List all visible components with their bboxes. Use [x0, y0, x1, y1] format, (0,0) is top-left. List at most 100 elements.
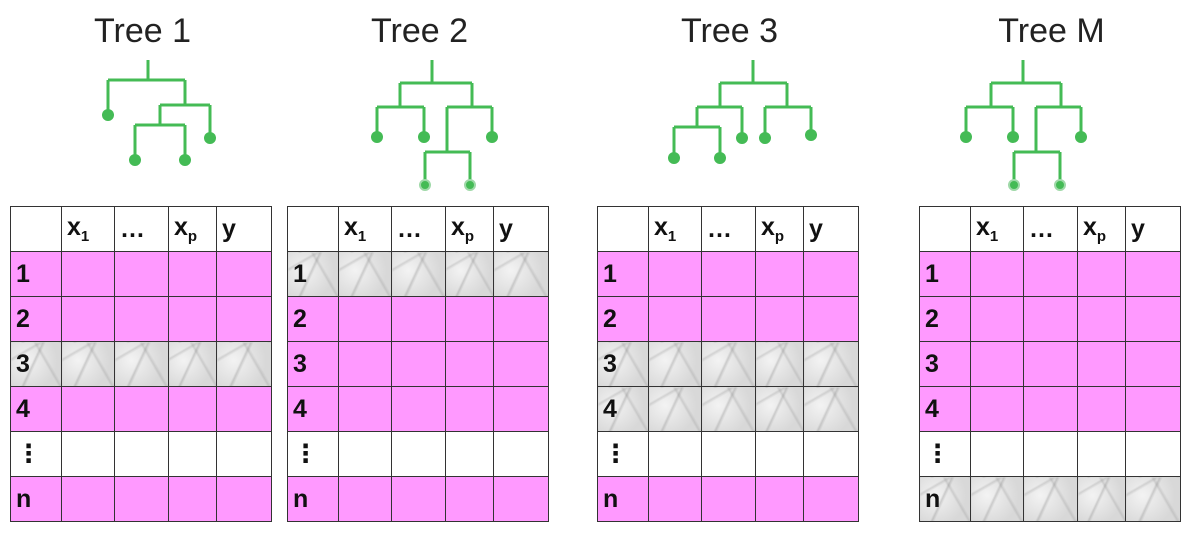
- row-label: 1: [597, 251, 649, 297]
- header-y-text: y: [222, 214, 236, 243]
- header-dots: …: [701, 206, 756, 252]
- table-row: 3: [597, 341, 859, 387]
- header-x1-sub: 1: [357, 228, 367, 245]
- table-cell: [1125, 431, 1181, 477]
- header-xp-main: x: [451, 213, 465, 241]
- header-dots: …: [391, 206, 446, 252]
- table-cell: [1125, 341, 1181, 387]
- table-cell: [168, 476, 217, 522]
- table-cell: [1023, 476, 1078, 522]
- header-x1-main: x: [976, 213, 990, 241]
- table-cell: [970, 296, 1024, 342]
- table-cell: [1125, 296, 1181, 342]
- row-label: 3: [919, 341, 971, 387]
- decision-tree-icon: [371, 60, 498, 191]
- table-cell: [1023, 386, 1078, 432]
- table-row: n: [287, 476, 549, 522]
- table-cell: [216, 341, 272, 387]
- row-label: 2: [597, 296, 649, 342]
- decision-tree-icon: [102, 60, 216, 166]
- header-xp-main: x: [761, 213, 775, 241]
- row-label: ⋮: [597, 431, 649, 477]
- table-cell: [61, 386, 115, 432]
- tree-leaf-node: [736, 132, 748, 144]
- header-x1-sub: 1: [989, 228, 999, 245]
- table-row: n: [10, 476, 272, 522]
- table-cell: [701, 296, 756, 342]
- tree-title: Tree 3: [680, 12, 778, 50]
- tree-leaf-node: [179, 154, 191, 166]
- header-dots: …: [1023, 206, 1078, 252]
- table-row: ⋮: [10, 431, 272, 477]
- table-cell: [755, 386, 804, 432]
- table-cell: [1077, 431, 1126, 477]
- table-cell: [168, 341, 217, 387]
- table-cell: [61, 476, 115, 522]
- table-cell: [114, 251, 169, 297]
- row-label: 4: [919, 386, 971, 432]
- tree-leaf-node: [960, 131, 972, 143]
- table-cell: [338, 251, 392, 297]
- table-cell: [701, 386, 756, 432]
- table-cell: [216, 476, 272, 522]
- table-cell: [1023, 431, 1078, 477]
- tree-leaf-node: [371, 131, 383, 143]
- row-label: 2: [287, 296, 339, 342]
- table-cell: [61, 296, 115, 342]
- table-cell: [61, 251, 115, 297]
- table-row: 4: [919, 386, 1181, 432]
- header-x1-main: x: [67, 213, 81, 241]
- table-cell: [445, 251, 494, 297]
- row-label: 4: [10, 386, 62, 432]
- tree-leaf-node: [759, 132, 771, 144]
- table-cell: [338, 476, 392, 522]
- table-cell: [493, 386, 549, 432]
- header-x1-sub: 1: [667, 228, 677, 245]
- table-cell: [391, 296, 446, 342]
- table-row: 3: [10, 341, 272, 387]
- table-cell: [114, 386, 169, 432]
- header-x1: x1: [970, 206, 1024, 252]
- table-cell: [391, 431, 446, 477]
- table-cell: [970, 476, 1024, 522]
- table-cell: [970, 431, 1024, 477]
- table-row: 1: [10, 251, 272, 297]
- row-label: 2: [10, 296, 62, 342]
- table-cell: [338, 296, 392, 342]
- table-cell: [755, 296, 804, 342]
- table-cell: [1077, 476, 1126, 522]
- table-cell: [701, 341, 756, 387]
- table-cell: [493, 251, 549, 297]
- table-row: 2: [287, 296, 549, 342]
- table-cell: [803, 386, 859, 432]
- table-cell: [1125, 251, 1181, 297]
- table-cell: [445, 386, 494, 432]
- tree-leaf-node: [805, 129, 817, 141]
- header-xp: xp: [168, 206, 217, 252]
- header-x1: x1: [338, 206, 392, 252]
- table-cell: [168, 251, 217, 297]
- table-row: ⋮: [919, 431, 1181, 477]
- row-label: 3: [287, 341, 339, 387]
- table-cell: [1077, 341, 1126, 387]
- table-cell: [755, 251, 804, 297]
- table-row: 2: [10, 296, 272, 342]
- tree-leaf-node: [714, 152, 726, 164]
- table-cell: [970, 251, 1024, 297]
- table-row: 1: [597, 251, 859, 297]
- header-xp-main: x: [1083, 213, 1097, 241]
- table-row: 4: [287, 386, 549, 432]
- table-cell: [445, 341, 494, 387]
- tree-title: Tree 1: [93, 12, 191, 50]
- table-row: ⋮: [287, 431, 549, 477]
- header-y-text: y: [809, 214, 823, 243]
- tree-leaf-node: [204, 132, 216, 144]
- table-cell: [493, 296, 549, 342]
